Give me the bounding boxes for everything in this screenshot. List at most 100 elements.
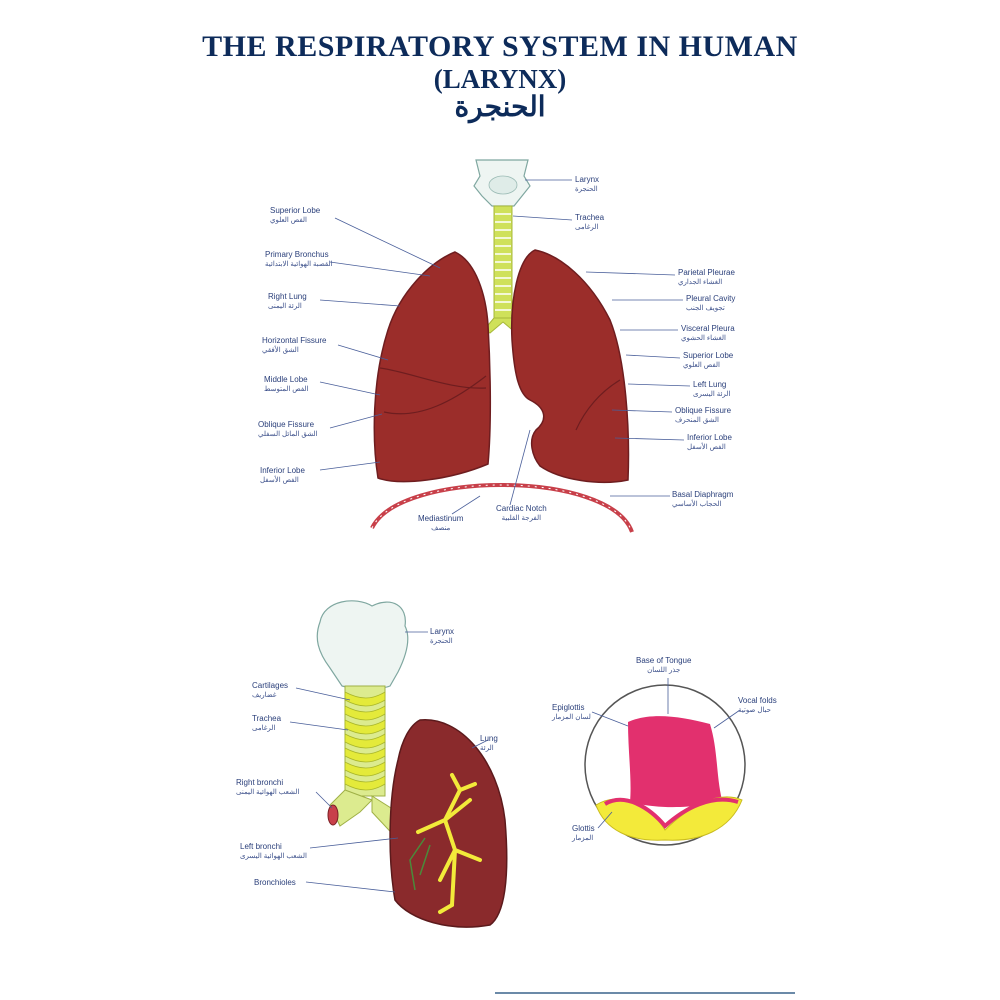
label-text: Superior Lobe — [683, 351, 734, 360]
label-inferior-lobe-left: Inferior Lobe الفص الأسفل — [687, 433, 732, 453]
label-cardiac-notch: Cardiac Notch الفرجة القلبية — [496, 504, 547, 524]
lung-detail-shape — [389, 719, 508, 928]
label-arabic: الشق المنحرف — [675, 417, 719, 424]
label-trachea-bottom: Trachea الرغامى — [252, 714, 281, 734]
label-text: Mediastinum — [418, 514, 464, 523]
label-text: Trachea — [252, 714, 282, 723]
label-arabic: الحنجرة — [575, 186, 598, 193]
label-arabic: الحنجرة — [430, 638, 453, 645]
label-text: Primary Bronchus — [265, 250, 329, 259]
label-text: Basal Diaphragm — [672, 490, 734, 499]
label-arabic: حبال صوتية — [738, 707, 771, 714]
label-vocal-folds: Vocal folds حبال صوتية — [738, 696, 777, 716]
label-oblique-fissure-right: Oblique Fissure الشق المائل السفلي — [258, 420, 318, 440]
label-trachea-top: Trachea الرغامى — [575, 213, 604, 233]
label-right-lung: Right Lung الرئة اليمنى — [268, 292, 307, 312]
label-text: Right bronchi — [236, 778, 284, 787]
label-text: Vocal folds — [738, 696, 777, 705]
label-text: Right Lung — [268, 292, 307, 301]
label-text: Cartilages — [252, 681, 289, 690]
label-arabic: جذر اللسان — [647, 667, 681, 674]
label-text: Superior Lobe — [270, 206, 321, 215]
label-arabic: الرئة اليسرى — [693, 391, 731, 398]
label-left-bronchi: Left bronchi الشعب الهوائية اليسرى — [240, 842, 307, 862]
label-bronchioles: Bronchioles — [254, 878, 296, 888]
page-title: THE RESPIRATORY SYSTEM IN HUMAN — [202, 30, 798, 63]
label-basal-diaphragm: Basal Diaphragm الحجاب الأساسي — [672, 490, 733, 510]
label-text: Glottis — [572, 824, 595, 833]
label-arabic: الفص العلوي — [270, 217, 308, 224]
label-arabic: المزمار — [572, 835, 594, 842]
label-arabic: الغشاء الجداري — [678, 279, 723, 286]
larynx-shape — [473, 159, 531, 207]
label-arabic: منصف — [431, 525, 451, 532]
label-arabic: الرئة — [480, 745, 494, 752]
label-oblique-fissure-left: Oblique Fissure الشق المنحرف — [675, 406, 731, 426]
label-arabic: غضاريف — [252, 692, 277, 699]
label-superior-lobe-right: Superior Lobe الفص العلوي — [270, 206, 320, 226]
label-text: Lung — [480, 734, 498, 743]
label-text: Inferior Lobe — [687, 433, 732, 442]
bronchioles-shape — [416, 773, 482, 914]
label-arabic: الفص الأسفل — [687, 444, 726, 451]
label-lung-bottom: Lung الرئة — [480, 734, 498, 754]
label-text: Left bronchi — [240, 842, 282, 851]
label-arabic: الفص المتوسط — [264, 386, 309, 393]
label-arabic: الشق المائل السفلي — [258, 431, 318, 438]
right-lung-shape — [373, 251, 492, 483]
label-arabic: الشعب الهوائية اليسرى — [240, 853, 307, 860]
label-text: Left Lung — [693, 380, 727, 389]
label-arabic: الرئة اليمنى — [268, 303, 302, 310]
label-arabic: القصبة الهوائية الابتدائية — [265, 261, 333, 268]
label-middle-lobe: Middle Lobe الفص المتوسط — [264, 375, 309, 395]
label-text: Cardiac Notch — [496, 504, 547, 513]
label-base-of-tongue: Base of Tongue جذر اللسان — [636, 656, 691, 676]
label-glottis: Glottis المزمار — [572, 824, 595, 844]
label-text: Middle Lobe — [264, 375, 308, 384]
label-mediastinum: Mediastinum منصف — [418, 514, 463, 534]
label-superior-lobe-left: Superior Lobe الفص العلوي — [683, 351, 733, 371]
label-arabic: الحجاب الأساسي — [672, 501, 722, 508]
label-text: Trachea — [575, 213, 605, 222]
label-text: Inferior Lobe — [260, 466, 305, 475]
label-arabic: الرغامى — [252, 725, 276, 732]
bottom-divider — [495, 992, 795, 994]
label-right-bronchi: Right bronchi الشعب الهوائية اليمنى — [236, 778, 299, 798]
larynx-detail-shape — [316, 600, 409, 690]
label-text: Epiglottis — [552, 703, 585, 712]
label-text: Parietal Pleurae — [678, 268, 735, 277]
label-inferior-lobe-right: Inferior Lobe الفص الأسفل — [260, 466, 305, 486]
label-arabic: الغشاء الحشوي — [681, 335, 727, 342]
label-arabic: الفص العلوي — [683, 362, 721, 369]
label-arabic: الشق الأفقي — [262, 347, 299, 354]
label-left-lung: Left Lung الرئة اليسرى — [693, 380, 730, 400]
label-text: Bronchioles — [254, 878, 296, 887]
label-text: Pleural Cavity — [686, 294, 736, 303]
label-arabic: تجويف الجنب — [686, 305, 725, 312]
label-parietal-pleurae: Parietal Pleurae الغشاء الجداري — [678, 268, 735, 288]
label-text: Larynx — [575, 175, 600, 184]
label-pleural-cavity: Pleural Cavity تجويف الجنب — [686, 294, 735, 314]
label-larynx-top: Larynx الحنجرة — [575, 175, 599, 195]
label-cartilages: Cartilages غضاريف — [252, 681, 288, 701]
label-epiglottis: Epiglottis لسان المزمار — [552, 703, 591, 723]
label-arabic: الشعب الهوائية اليمنى — [236, 789, 300, 796]
vocal-folds-shape — [628, 716, 722, 808]
label-arabic: لسان المزمار — [552, 714, 591, 721]
label-text: Horizontal Fissure — [262, 336, 327, 345]
label-horizontal-fissure: Horizontal Fissure الشق الأفقي — [262, 336, 326, 356]
arabic-title: الحنجرة — [454, 92, 546, 123]
label-text: Oblique Fissure — [258, 420, 315, 429]
label-primary-bronchus: Primary Bronchus القصبة الهوائية الابتدائ… — [265, 250, 333, 270]
label-arabic: الفص الأسفل — [260, 477, 299, 484]
label-text: Base of Tongue — [636, 656, 692, 665]
left-lung-shape — [510, 249, 630, 484]
label-text: Oblique Fissure — [675, 406, 732, 415]
page-subtitle: (LARYNX) — [433, 64, 567, 94]
label-arabic: الرغامى — [575, 224, 599, 231]
label-arabic: الفرجة القلبية — [501, 515, 542, 522]
label-larynx-bottom: Larynx الحنجرة — [430, 627, 454, 647]
label-text: Larynx — [430, 627, 455, 636]
